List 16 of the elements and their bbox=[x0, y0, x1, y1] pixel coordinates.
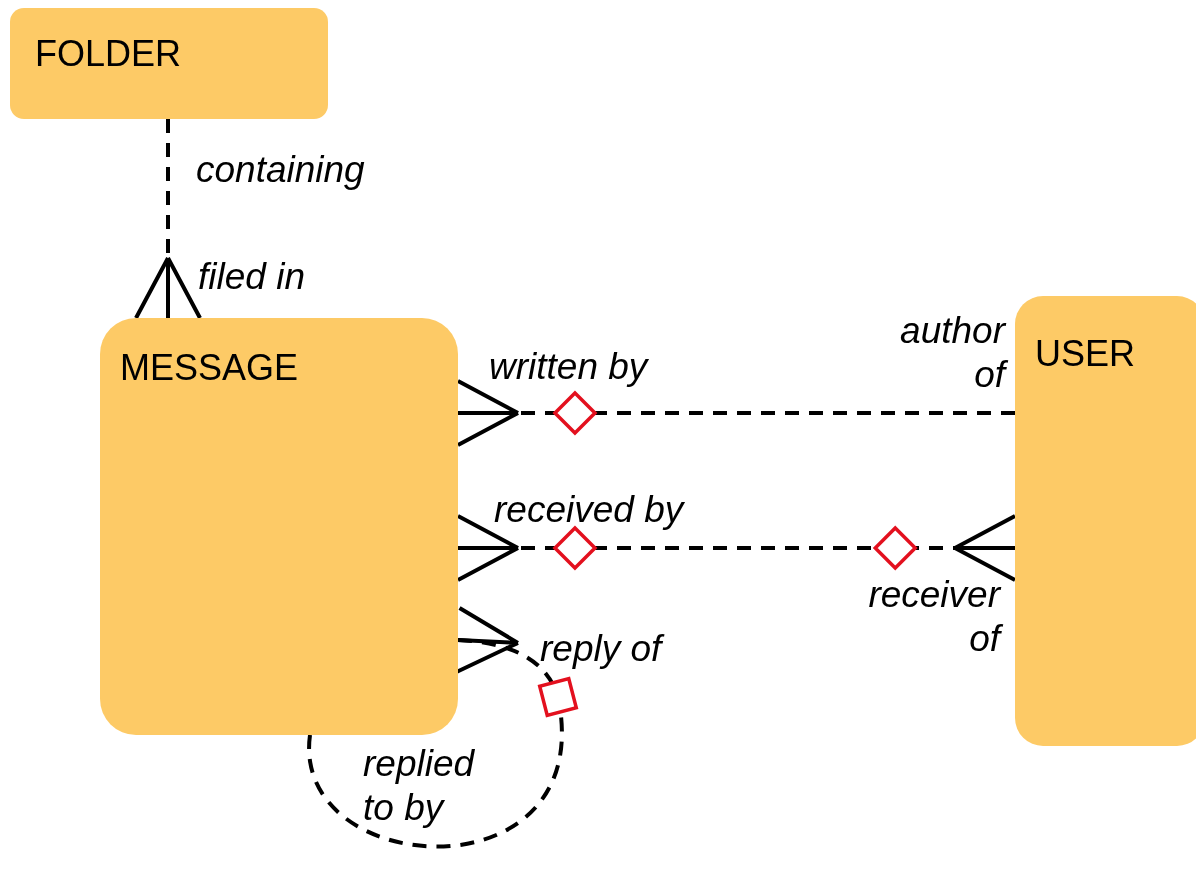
relationship-line bbox=[134, 119, 202, 320]
relationship-line bbox=[458, 514, 1015, 582]
role-label: replied to by bbox=[363, 742, 476, 831]
entity-name: MESSAGE bbox=[120, 348, 299, 388]
role-label: containing bbox=[196, 148, 366, 192]
relationship-line bbox=[307, 606, 579, 849]
role-label: reply of bbox=[540, 627, 740, 672]
role-label: written by bbox=[489, 345, 650, 389]
entity-box bbox=[100, 318, 458, 735]
entity-box bbox=[1015, 296, 1196, 746]
entity-name: FOLDER bbox=[35, 34, 182, 74]
entity-name: USER bbox=[1035, 334, 1136, 374]
entity-box bbox=[10, 8, 328, 119]
role-label: filed in bbox=[198, 255, 306, 299]
relationship-line bbox=[458, 379, 1015, 447]
role-label: received by bbox=[494, 488, 686, 532]
